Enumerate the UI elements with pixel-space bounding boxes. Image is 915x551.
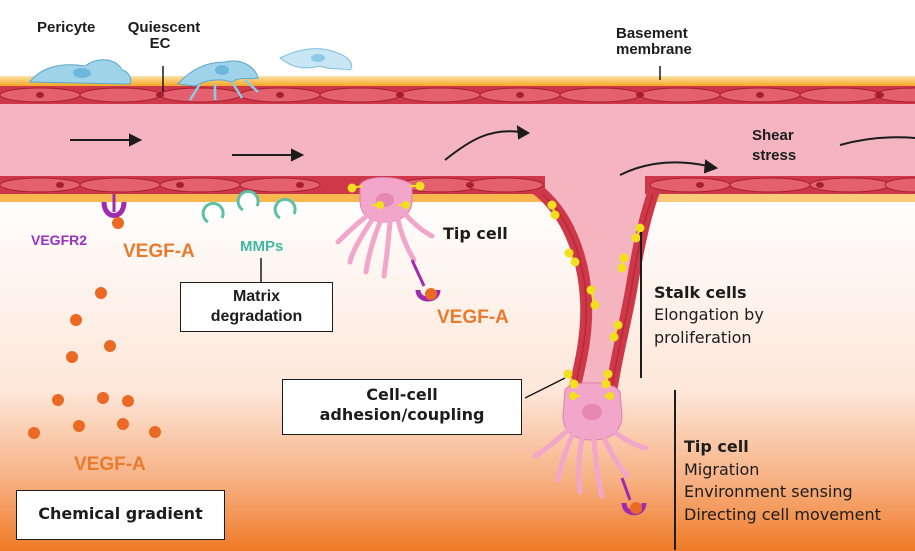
cell-adhesion-box: Cell-cell adhesion/coupling bbox=[282, 379, 522, 435]
vegfa-bottom-label: VEGF-A bbox=[74, 455, 146, 475]
tip-line2: Environment sensing bbox=[684, 481, 881, 504]
tip-bottom-title: Tip cell bbox=[684, 436, 881, 459]
basement-line2: membrane bbox=[616, 42, 692, 58]
adhesion-line1: Cell-cell bbox=[283, 385, 521, 405]
tip-line1: Migration bbox=[684, 459, 881, 482]
top-endothelial-layer bbox=[0, 86, 915, 104]
quiescent-ec-line1: Quiescent bbox=[124, 20, 204, 36]
vegfr2-label: VEGFR2 bbox=[31, 233, 87, 248]
chemical-gradient-box: Chemical gradient bbox=[16, 490, 225, 540]
basement-membrane-top bbox=[0, 76, 915, 86]
basement-membrane-label: Basement membrane bbox=[616, 26, 692, 58]
stalk-title: Stalk cells bbox=[654, 282, 764, 304]
tip-cell-top-label: Tip cell bbox=[443, 226, 508, 243]
adhesion-line2: adhesion/coupling bbox=[283, 405, 521, 425]
stalk-line1: Elongation by bbox=[654, 304, 764, 326]
basement-line1: Basement bbox=[616, 26, 692, 42]
shear-line2: stress bbox=[752, 148, 796, 164]
quiescent-ec-line2: EC bbox=[116, 36, 204, 52]
stalk-line2: proliferation bbox=[654, 327, 764, 349]
bottom-endothelial-layer bbox=[0, 176, 915, 194]
tip-cell-bottom-text: Tip cell Migration Environment sensing D… bbox=[684, 436, 881, 527]
quiescent-ec-label: Quiescent EC bbox=[124, 20, 204, 52]
pericyte-label: Pericyte bbox=[37, 20, 95, 36]
vegfa-mid-label: VEGF-A bbox=[437, 308, 509, 328]
stalk-cells-text: Stalk cells Elongation by proliferation bbox=[654, 282, 764, 349]
vegfa-top-label: VEGF-A bbox=[123, 242, 195, 262]
shear-line1: Shear bbox=[752, 128, 796, 144]
matrix-line2: degradation bbox=[181, 307, 332, 327]
shear-stress-label: Shear stress bbox=[752, 128, 796, 164]
tip-line3: Directing cell movement bbox=[684, 504, 881, 527]
matrix-line1: Matrix bbox=[181, 287, 332, 307]
matrix-degradation-box: Matrix degradation bbox=[180, 282, 333, 332]
mmps-label: MMPs bbox=[240, 239, 283, 255]
